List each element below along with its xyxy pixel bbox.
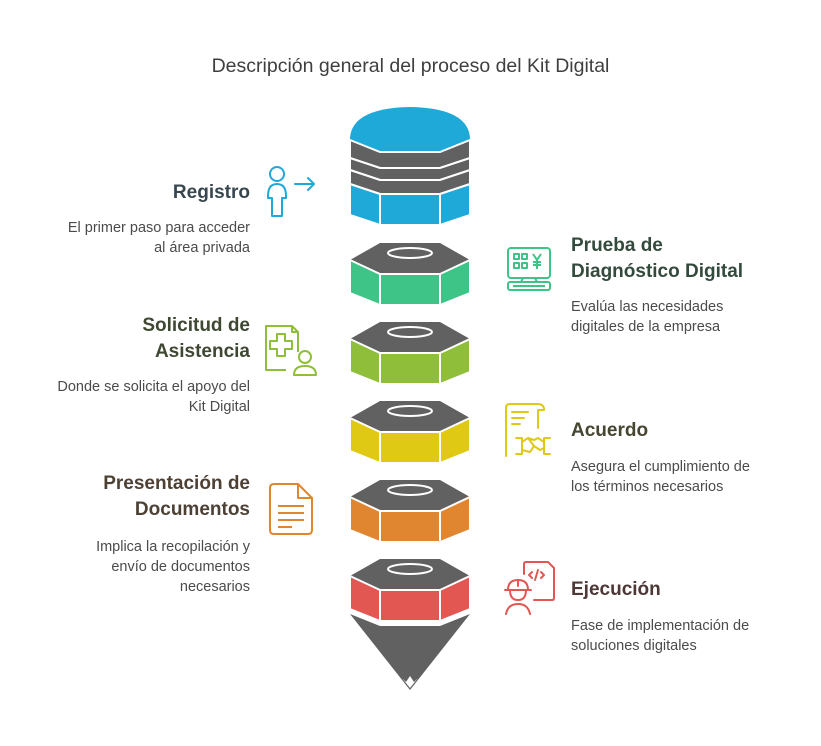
solicitud-layer — [349, 322, 471, 386]
diagram-title: Descripción general del proceso del Kit … — [211, 55, 610, 77]
user-arrow-icon — [267, 166, 315, 217]
step-title-line: Documentos — [134, 499, 250, 520]
step-solicitud: Solicitud de Asistencia Donde se solicit… — [0, 313, 250, 417]
step-description-line: Asegura el cumplimiento de — [571, 459, 750, 475]
document-icon — [269, 483, 313, 535]
step-presentacion: Presentación de Documentos Implica la re… — [0, 471, 250, 597]
prueba-layer — [349, 243, 471, 307]
step-description-line: Implica la recopilación y — [96, 539, 250, 555]
step-title-line: Prueba de — [571, 235, 663, 256]
step-description-line: Evalúa las necesidades — [571, 299, 724, 315]
registro-layer — [349, 107, 471, 227]
step-description-line: digitales de la empresa — [571, 319, 721, 335]
step-description-line: soluciones digitales — [571, 638, 697, 654]
medical-request-icon — [265, 325, 317, 376]
step-title-line: Diagnóstico Digital — [571, 261, 744, 282]
step-title-line: Asistencia — [154, 341, 250, 362]
ejecucion-layer — [349, 559, 471, 690]
computer-terminal-icon — [507, 247, 551, 291]
step-description-line: los términos necesarios — [571, 479, 724, 495]
step-description-line: Fase de implementación de — [571, 618, 750, 634]
acuerdo-layer — [349, 401, 471, 465]
step-description-line: al área privada — [154, 240, 250, 256]
engineer-code-icon — [504, 561, 555, 615]
step-title-line: Solicitud de — [142, 315, 250, 336]
step-ejecucion: Ejecución Fase de implementación de solu… — [571, 577, 811, 656]
step-description-line: envío de documentos — [111, 559, 250, 575]
step-description-line: Donde se solicita el apoyo del — [57, 379, 250, 395]
step-title: Registro — [172, 182, 250, 203]
step-description-line: El primer paso para acceder — [67, 220, 250, 236]
step-prueba: Prueba de Diagnóstico Digital Evalúa las… — [571, 233, 811, 337]
step-title: Ejecución — [571, 579, 661, 600]
step-registro: Registro El primer paso para acceder al … — [0, 180, 250, 258]
step-title-line: Presentación de — [103, 473, 250, 494]
step-acuerdo: Acuerdo Asegura el cumplimiento de los t… — [571, 418, 811, 497]
step-description-line: Kit Digital — [188, 399, 250, 415]
contract-handshake-icon — [505, 403, 551, 457]
step-description-line: necesarios — [179, 579, 250, 595]
presentacion-layer — [349, 480, 471, 544]
step-title: Acuerdo — [571, 420, 649, 441]
